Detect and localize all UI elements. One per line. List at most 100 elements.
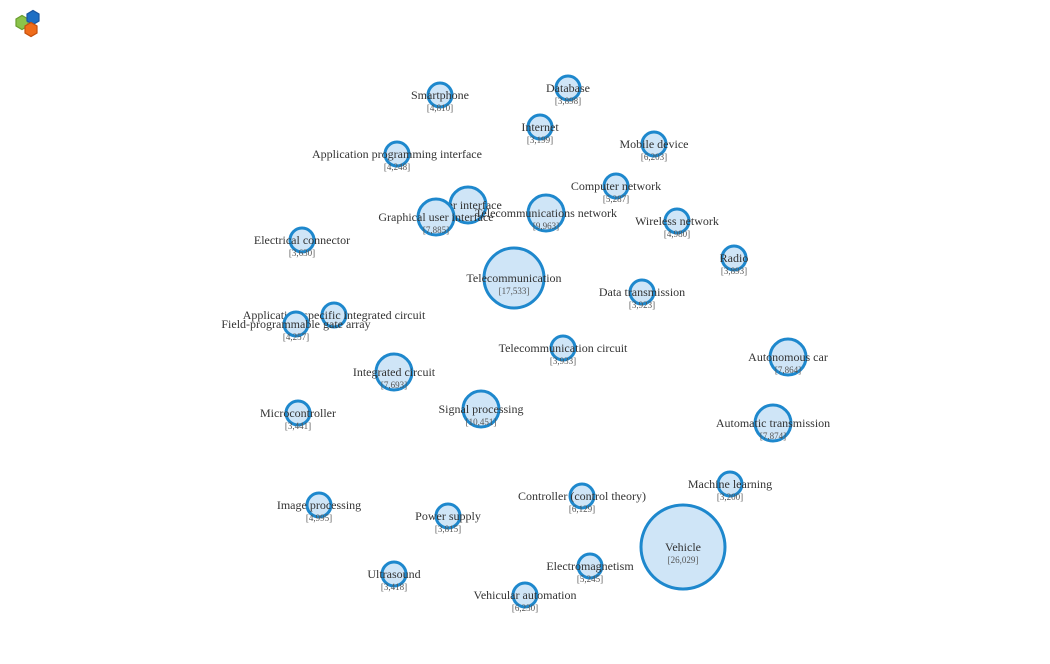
node-bubble[interactable] xyxy=(640,130,668,158)
node-label: Database xyxy=(546,81,590,95)
node-electrical-connector[interactable]: Electrical connector[3,630] xyxy=(254,226,350,258)
node-label: Controller (control theory) xyxy=(518,489,646,503)
node-automatic-transmission[interactable]: Automatic transmission[7,874] xyxy=(716,403,830,443)
node-power-supply[interactable]: Power supply[3,815] xyxy=(415,502,481,534)
node-count: [4,248] xyxy=(384,162,410,172)
node-bubble[interactable] xyxy=(288,226,316,254)
node-count: [10,451] xyxy=(466,417,497,427)
node-signal-processing[interactable]: Signal processing[10,451] xyxy=(439,389,524,429)
node-label: Microcontroller xyxy=(260,406,336,420)
app-logo[interactable] xyxy=(8,8,48,46)
node-bubble[interactable] xyxy=(526,193,566,233)
node-vehicle[interactable]: Vehicle[26,029] xyxy=(639,503,727,591)
node-count: [3,898] xyxy=(555,96,581,106)
node-telecommunications-network[interactable]: Telecommunications network[9,963] xyxy=(475,193,617,233)
node-autonomous-car[interactable]: Autonomous car[7,864] xyxy=(748,337,828,377)
node-bubble[interactable] xyxy=(663,207,691,235)
node-count: [6,129] xyxy=(569,504,595,514)
node-telecommunication[interactable]: Telecommunication[17,533] xyxy=(466,246,562,310)
node-computer-network[interactable]: Computer network[5,287] xyxy=(571,172,661,204)
node-count: [6,230] xyxy=(512,603,538,613)
node-count: [3,441] xyxy=(285,421,311,431)
node-label: Ultrasound xyxy=(367,567,420,581)
node-bubble[interactable] xyxy=(576,552,604,580)
node-application-programming-interface[interactable]: Application programming interface[4,248] xyxy=(312,140,482,172)
node-bubble[interactable] xyxy=(482,246,546,310)
node-bubble[interactable] xyxy=(768,337,808,377)
node-integrated-circuit[interactable]: Integrated circuit[7,693] xyxy=(353,352,436,392)
node-count: [7,693] xyxy=(381,380,407,390)
node-radio[interactable]: Radio[3,893] xyxy=(720,244,749,276)
node-bubble[interactable] xyxy=(426,81,454,109)
node-count: [3,199] xyxy=(527,135,553,145)
node-database[interactable]: Database[3,898] xyxy=(546,74,590,106)
node-label: Mobile device xyxy=(620,137,689,151)
node-count: [4,257] xyxy=(283,332,309,342)
node-bubble[interactable] xyxy=(549,334,577,362)
node-bubble[interactable] xyxy=(554,74,582,102)
logo-hex-orange xyxy=(24,21,38,38)
node-label: Automatic transmission xyxy=(716,416,830,430)
node-count: [3,893] xyxy=(721,266,747,276)
node-image-processing[interactable]: Image processing[4,995] xyxy=(277,491,361,523)
node-smartphone[interactable]: Smartphone[4,810] xyxy=(411,81,469,113)
node-machine-learning[interactable]: Machine learning[3,200] xyxy=(688,470,772,502)
node-bubble[interactable] xyxy=(320,301,348,329)
node-label: Graphical user interface xyxy=(378,210,493,224)
node-bubble[interactable] xyxy=(526,113,554,141)
node-graphical-user-interface[interactable]: Graphical user interface[7,885] xyxy=(378,197,494,237)
node-bubble[interactable] xyxy=(511,581,539,609)
node-bubble[interactable] xyxy=(380,560,408,588)
node-label: Machine learning xyxy=(688,477,772,491)
node-field-programmable-gate-array[interactable]: Field-programmable gate array[4,257] xyxy=(221,310,371,342)
node-label: Vehicular automation xyxy=(474,588,577,602)
node-count: [4,810] xyxy=(427,103,453,113)
node-bubble[interactable] xyxy=(434,502,462,530)
node-controller-control-theory[interactable]: Controller (control theory)[6,129] xyxy=(518,482,646,514)
node-bubble[interactable] xyxy=(284,399,312,427)
node-bubble[interactable] xyxy=(568,482,596,510)
node-bubble[interactable] xyxy=(383,140,411,168)
node-count: [9,963] xyxy=(533,221,559,231)
node-bubble[interactable] xyxy=(282,310,310,338)
node-bubble[interactable] xyxy=(305,491,333,519)
node-label: Data transmission xyxy=(599,285,685,299)
node-label: Telecommunication circuit xyxy=(499,341,628,355)
node-mobile-device[interactable]: Mobile device[6,203] xyxy=(620,130,689,162)
node-label: Computer network xyxy=(571,179,661,193)
node-data-transmission[interactable]: Data transmission[3,923] xyxy=(599,278,685,310)
node-bubble[interactable] xyxy=(416,197,456,237)
node-label: Internet xyxy=(521,120,559,134)
node-bubble[interactable] xyxy=(639,503,727,591)
node-label: Wireless network xyxy=(635,214,719,228)
node-count: [4,980] xyxy=(664,229,690,239)
node-count: [3,933] xyxy=(550,356,576,366)
node-bubble[interactable] xyxy=(716,470,744,498)
node-label: Integrated circuit xyxy=(353,365,436,379)
node-bubble[interactable] xyxy=(628,278,656,306)
node-bubble[interactable] xyxy=(602,172,630,200)
node-label: Autonomous car xyxy=(748,350,828,364)
node-count: [17,533] xyxy=(499,286,530,296)
node-count: [4,995] xyxy=(306,513,332,523)
node-wireless-network[interactable]: Wireless network[4,980] xyxy=(635,207,719,239)
node-bubble[interactable] xyxy=(374,352,414,392)
node-microcontroller[interactable]: Microcontroller[3,441] xyxy=(260,399,336,431)
node-count: [3,200] xyxy=(717,492,743,502)
node-label: Signal processing xyxy=(439,402,524,416)
node-bubble[interactable] xyxy=(753,403,793,443)
node-count: [6,203] xyxy=(641,152,667,162)
node-bubble[interactable] xyxy=(461,389,501,429)
hexagon-cluster-logo-icon xyxy=(15,9,40,38)
node-label: Smartphone xyxy=(411,88,469,102)
node-electromagnetism[interactable]: Electromagnetism[5,245] xyxy=(546,552,634,584)
node-internet[interactable]: Internet[3,199] xyxy=(521,113,559,145)
node-telecommunication-circuit[interactable]: Telecommunication circuit[3,933] xyxy=(499,334,628,366)
node-ultrasound[interactable]: Ultrasound[3,418] xyxy=(367,560,421,592)
node-vehicular-automation[interactable]: Vehicular automation[6,230] xyxy=(474,581,577,613)
node-count: [7,874] xyxy=(760,431,786,441)
node-bubble[interactable] xyxy=(720,244,748,272)
node-label: Telecommunication xyxy=(466,271,561,285)
node-label: Radio xyxy=(720,251,749,265)
